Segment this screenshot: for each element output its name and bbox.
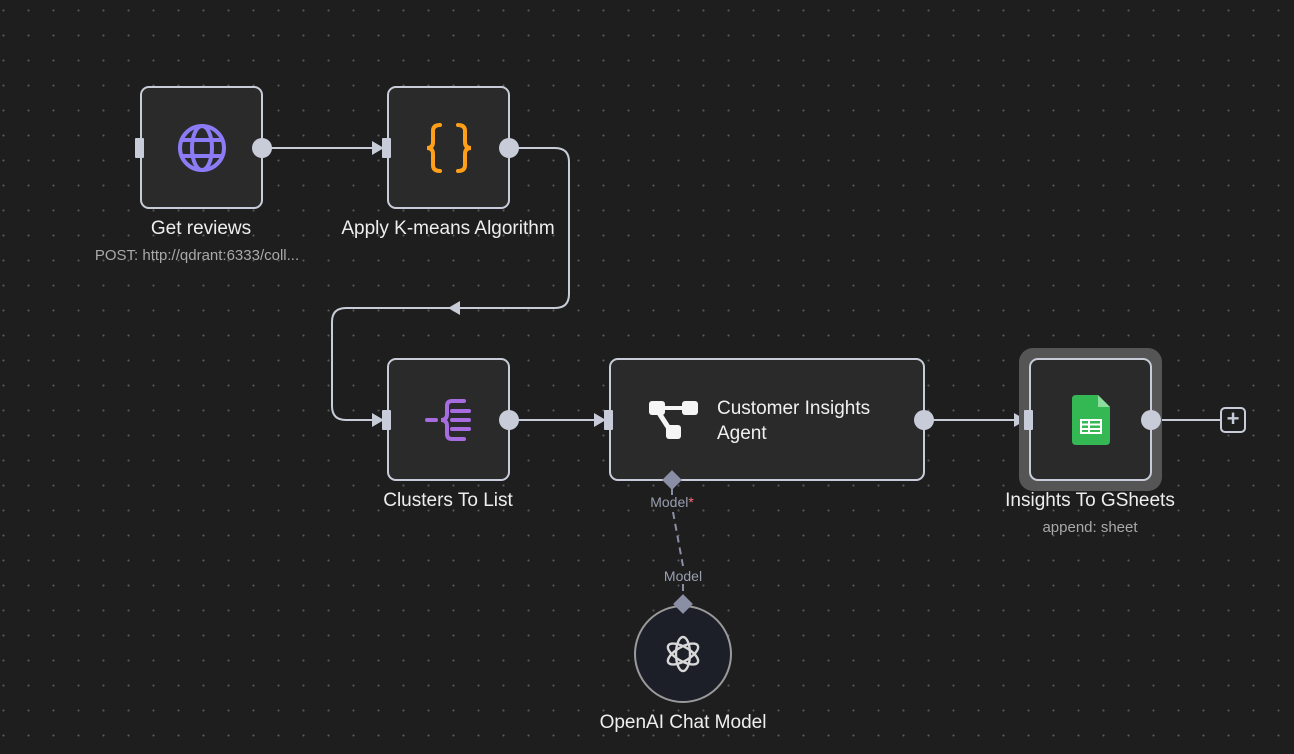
openai-icon	[666, 635, 700, 673]
output-handle[interactable]	[1141, 410, 1161, 430]
model-output-label: Model	[663, 568, 703, 584]
input-handle[interactable]	[604, 410, 613, 430]
node-title-line2: Agent	[717, 423, 767, 444]
output-handle[interactable]	[499, 138, 519, 158]
node-apply-kmeans[interactable]	[387, 86, 510, 209]
port-label-text: Model	[650, 494, 689, 510]
node-openai-chat-model[interactable]	[634, 605, 732, 703]
code-braces-icon	[426, 122, 471, 173]
add-node-button[interactable]: +	[1220, 407, 1246, 433]
input-handle[interactable]	[382, 138, 391, 158]
node-title-line1: Customer Insights	[717, 398, 871, 419]
node-title: Apply K-means Algorithm	[341, 218, 555, 239]
node-subtitle: POST: http://qdrant:6333/coll...	[94, 247, 300, 264]
input-handle[interactable]	[382, 410, 391, 430]
node-title: OpenAI Chat Model	[599, 712, 767, 733]
ai-agent-icon	[649, 401, 698, 439]
node-get-reviews[interactable]	[140, 86, 263, 209]
node-title: Clusters To List	[383, 490, 513, 511]
input-handle[interactable]	[1024, 410, 1033, 430]
output-handle[interactable]	[252, 138, 272, 158]
plus-icon: +	[1226, 406, 1240, 431]
required-marker: *	[688, 494, 694, 510]
output-handle[interactable]	[499, 410, 519, 430]
node-insights-to-gsheets[interactable]	[1029, 358, 1152, 481]
output-handle[interactable]	[914, 410, 934, 430]
split-list-icon	[424, 398, 471, 441]
node-title: Insights To GSheets	[1005, 490, 1175, 511]
globe-icon	[177, 123, 226, 172]
node-title: Customer Insights Agent	[717, 396, 870, 446]
model-port-label: Model*	[650, 494, 694, 510]
node-clusters-to-list[interactable]	[387, 358, 510, 481]
node-customer-insights-agent[interactable]: Customer Insights Agent	[609, 358, 925, 481]
google-sheets-icon	[1071, 394, 1110, 445]
input-handle[interactable]	[135, 138, 144, 158]
node-title: Get reviews	[150, 218, 252, 239]
node-subtitle: append: sheet	[1042, 519, 1138, 536]
